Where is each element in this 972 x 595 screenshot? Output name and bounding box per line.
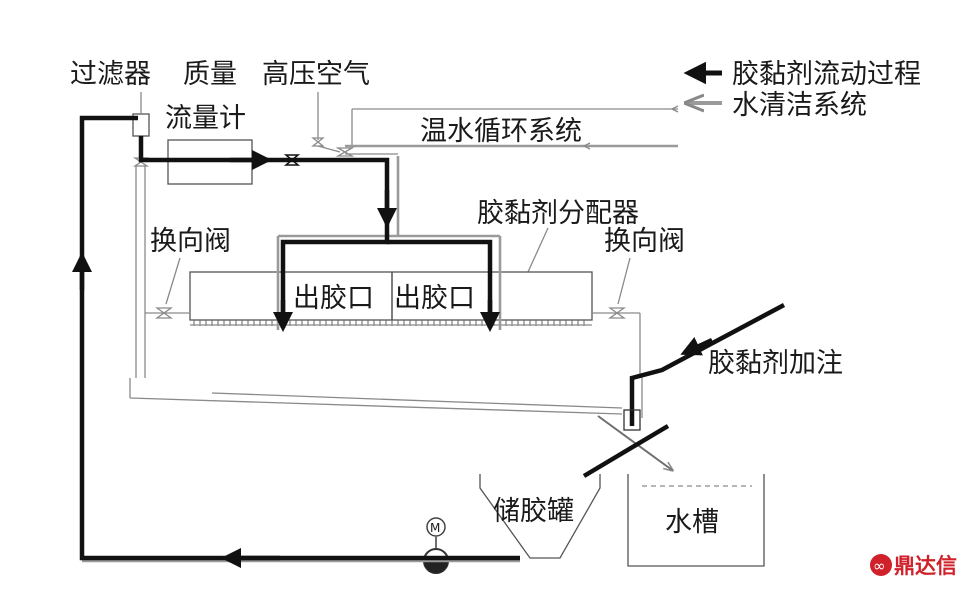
legend-adhesive-label: 胶黏剂流动过程: [732, 59, 921, 90]
watermark-logo-icon: [870, 554, 892, 576]
warm-water-circulation: 温水循环系统: [345, 105, 679, 155]
watermark-text: 鼎达信: [894, 554, 957, 578]
pump: M: [423, 517, 449, 574]
adhesive-distributor: 胶黏剂分配器 出胶口 出胶口: [189, 198, 639, 326]
reversing-valve-right: 换向阀: [592, 226, 685, 319]
water-tank: 水槽: [627, 474, 765, 567]
adhesive-flow-lines: 胶黏剂加注: [71, 115, 843, 569]
watermark: ∞ 鼎达信: [870, 554, 957, 578]
three-way-valve-icon: [335, 147, 355, 157]
warm-water-circulation-label: 温水循环系统: [420, 116, 582, 147]
filling-valve-icon: [623, 409, 641, 431]
adhesive-filling-label: 胶黏剂加注: [708, 348, 843, 379]
watermark-logo-glyph: ∞: [873, 557, 886, 575]
reversing-valve-right-icon: [607, 307, 627, 319]
mass-flow-meter-label-line2: 流量计: [165, 103, 246, 134]
legend-water-label: 水清洁系统: [732, 90, 867, 121]
reversing-valve-right-label: 换向阀: [604, 226, 685, 257]
water-tank-label: 水槽: [665, 507, 719, 538]
reversing-valve-left-label: 换向阀: [150, 226, 231, 257]
mass-flow-meter: 质量 流量计: [165, 59, 253, 185]
high-pressure-air: 高压空气: [262, 59, 370, 157]
water-cleaning-lines: [129, 156, 672, 470]
flow-arrow-filling: [680, 336, 713, 356]
adhesive-distributor-label: 胶黏剂分配器: [477, 198, 639, 229]
glue-storage-tank: 储胶罐: [479, 474, 601, 559]
air-valve-icon: [311, 137, 325, 147]
filter: 过滤器: [70, 59, 151, 167]
mass-flow-meter-label-line1: 质量: [183, 59, 237, 90]
pump-motor-symbol: M: [430, 521, 440, 535]
legend: 胶黏剂流动过程 水清洁系统: [683, 59, 921, 121]
reversing-valve-left: 换向阀: [145, 226, 231, 319]
reversing-valve-left-icon: [154, 307, 174, 319]
high-pressure-air-label: 高压空气: [262, 59, 370, 90]
glue-storage-tank-label: 储胶罐: [493, 496, 574, 527]
filter-label: 过滤器: [70, 59, 151, 90]
glue-outlet-left-label: 出胶口: [293, 283, 374, 314]
flow-valve-icon: [283, 154, 301, 166]
glue-outlet-right-label: 出胶口: [394, 283, 475, 314]
